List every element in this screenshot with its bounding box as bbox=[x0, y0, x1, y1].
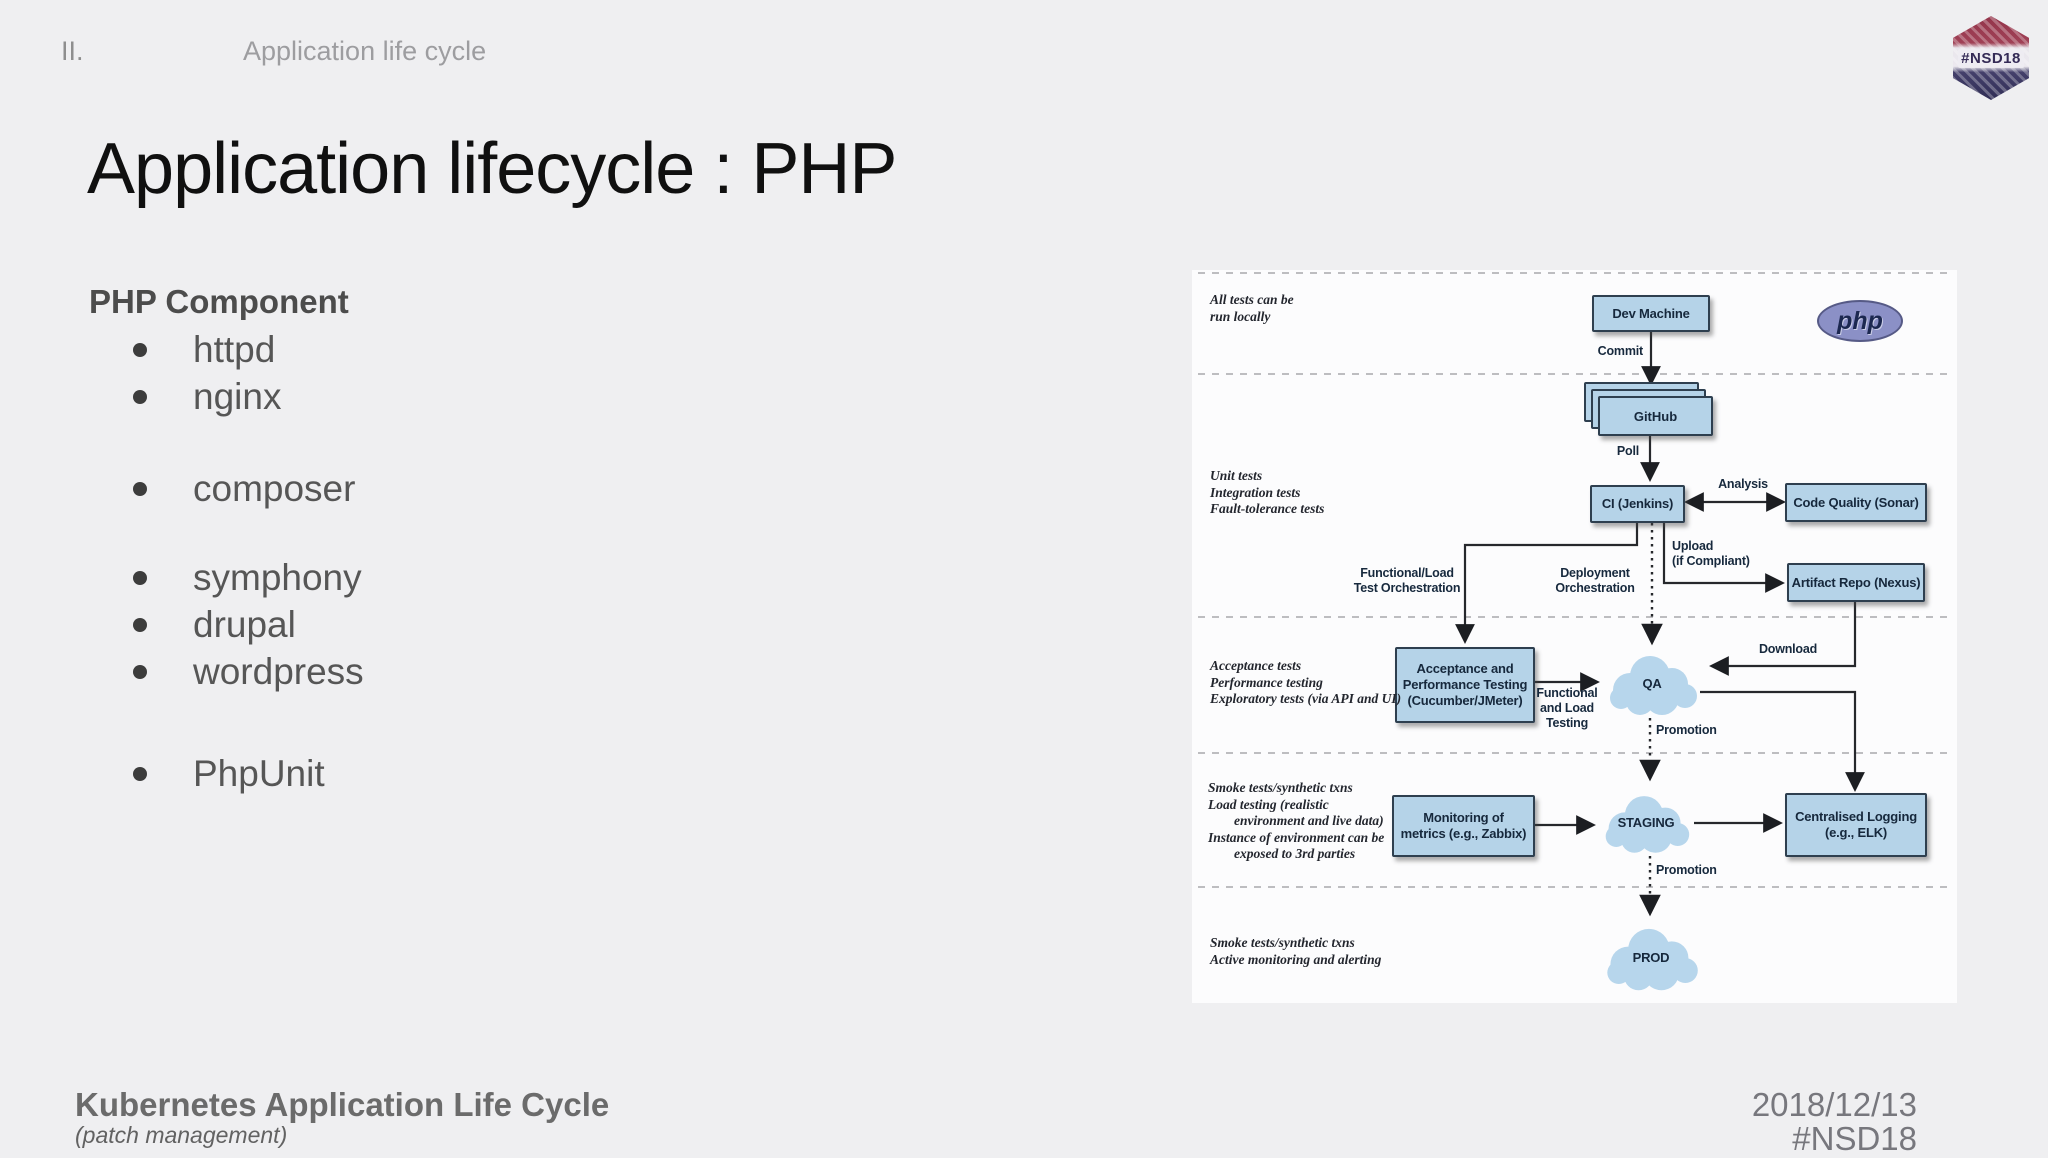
node-central-logging: Centralised Logging (e.g., ELK) bbox=[1785, 793, 1927, 857]
footer-subtitle: (patch management) bbox=[75, 1122, 288, 1148]
bullet-icon bbox=[133, 664, 147, 679]
node-code-quality: Code Quality (Sonar) bbox=[1785, 483, 1927, 522]
annotation-staging-stage: Smoke tests/synthetic txns Load testing … bbox=[1208, 780, 1385, 861]
annotation-qa-stage: Acceptance tests Performance testing Exp… bbox=[1210, 658, 1402, 706]
edge-label-promotion-qa: Promotion bbox=[1656, 723, 1717, 737]
php-logo: php bbox=[1817, 300, 1903, 342]
list-item: httpd bbox=[89, 326, 689, 373]
section-number: II. bbox=[61, 36, 84, 66]
node-qa-environment: QA bbox=[1602, 648, 1702, 718]
cloud-icon bbox=[1607, 928, 1698, 991]
bullet-icon bbox=[133, 389, 147, 404]
node-acceptance-testing: Acceptance and Performance Testing (Cucu… bbox=[1395, 647, 1535, 723]
cloud-icon bbox=[1605, 796, 1690, 853]
event-logo-text: #NSD18 bbox=[1958, 48, 2024, 68]
bullet-icon bbox=[133, 617, 147, 632]
edge-label-poll: Poll bbox=[1616, 444, 1639, 458]
bullet-icon bbox=[133, 481, 147, 496]
node-ci-jenkins: CI (Jenkins) bbox=[1590, 485, 1685, 523]
list-item: composer bbox=[89, 465, 689, 512]
edge-label-upload: Upload (if Compliant) bbox=[1672, 539, 1750, 568]
annotation-prod-stage: Smoke tests/synthetic txns Active monito… bbox=[1210, 935, 1382, 967]
list-item: nginx bbox=[89, 373, 689, 420]
pipeline-diagram: php Dev Machine GitHub CI (Jenkins) Code… bbox=[1192, 270, 1957, 1003]
edge-label-download: Download bbox=[1758, 642, 1818, 656]
list-item: drupal bbox=[89, 601, 689, 648]
list-item: wordpress bbox=[89, 648, 689, 695]
edge-label-deployment-orchestration: Deployment Orchestration bbox=[1555, 566, 1635, 595]
edge-label-functional-load-orchestration: Functional/Load Test Orchestration bbox=[1353, 566, 1461, 595]
cloud-icon bbox=[1610, 656, 1697, 715]
node-github: GitHub bbox=[1598, 396, 1713, 436]
footer-title: Kubernetes Application Life Cycle bbox=[75, 1086, 610, 1123]
node-artifact-repo: Artifact Repo (Nexus) bbox=[1787, 563, 1925, 602]
bullet-icon bbox=[133, 570, 147, 585]
node-monitoring: Monitoring of metrics (e.g., Zabbix) bbox=[1392, 795, 1535, 857]
bullet-icon bbox=[133, 342, 147, 357]
edge-label-functional-load-testing: Functional and Load Testing bbox=[1536, 686, 1598, 730]
edge-label-analysis: Analysis bbox=[1718, 477, 1768, 491]
list-heading: PHP Component bbox=[89, 283, 349, 320]
bullet-icon bbox=[133, 766, 147, 781]
flow-arrows bbox=[1198, 272, 1951, 917]
footer-date: 2018/12/13 bbox=[1751, 1086, 1917, 1123]
list-item: PhpUnit bbox=[89, 750, 689, 797]
edge-label-commit: Commit bbox=[1597, 344, 1644, 358]
footer-hashtag: #NSD18 bbox=[1792, 1120, 1917, 1157]
event-logo: #NSD18 bbox=[1953, 16, 2029, 100]
slide-title: Application lifecycle : PHP bbox=[87, 129, 897, 209]
list-item: symphony bbox=[89, 554, 689, 601]
section-title: Application life cycle bbox=[243, 36, 487, 66]
edge-label-promotion-staging: Promotion bbox=[1656, 863, 1717, 877]
annotation-ci-stage: Unit tests Integration tests Fault-toler… bbox=[1210, 468, 1325, 516]
node-dev-machine: Dev Machine bbox=[1592, 295, 1710, 332]
annotation-dev-stage: All tests can be run locally bbox=[1210, 292, 1294, 324]
php-component-list: PHP Component httpd nginx composer symph… bbox=[89, 283, 689, 797]
node-prod-environment: PROD bbox=[1599, 918, 1703, 996]
node-staging-environment: STAGING bbox=[1598, 788, 1694, 856]
